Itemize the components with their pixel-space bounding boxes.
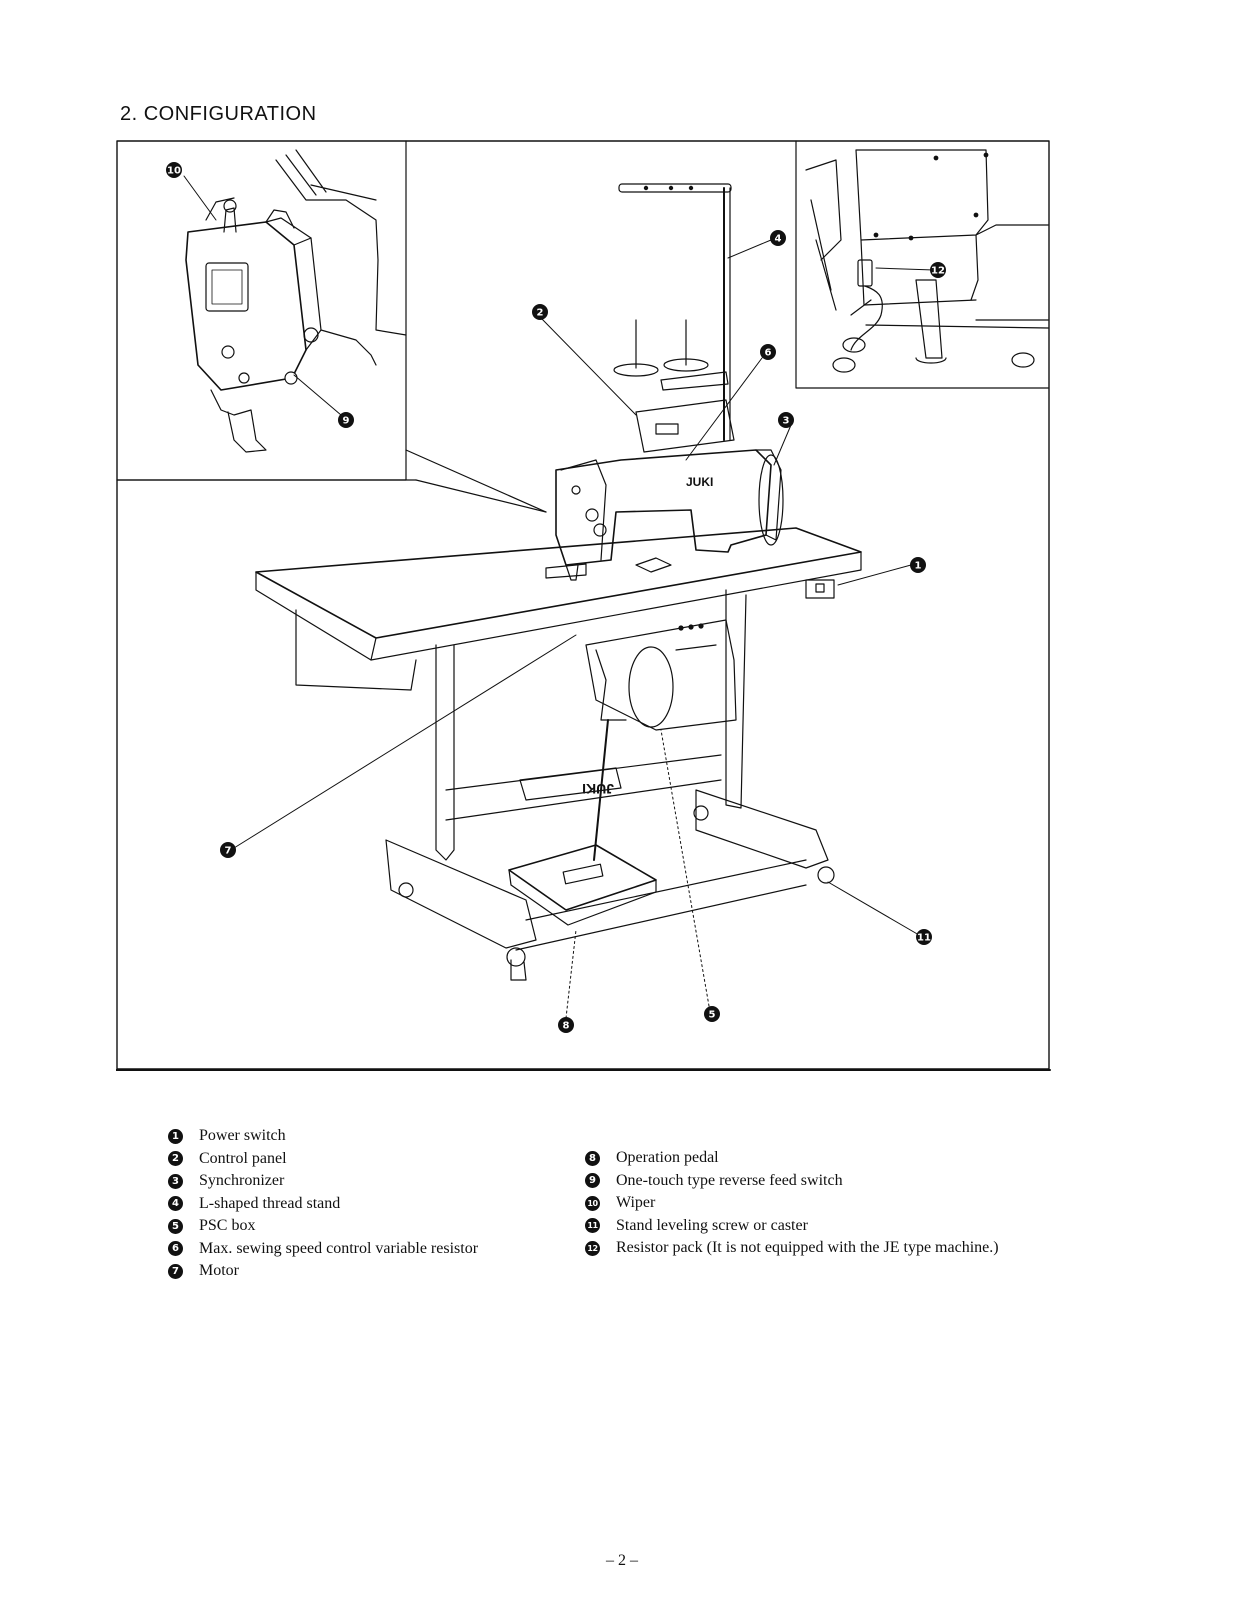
svg-text:4: 4 — [775, 234, 782, 245]
legend-label: Power switch — [199, 1127, 286, 1145]
table-top — [255, 527, 862, 691]
legend-right: 8 Operation pedal 9 One-touch type reverse… — [585, 1147, 999, 1260]
number-badge: 7 — [168, 1263, 183, 1279]
callout-7-badge: 7 — [220, 842, 236, 858]
operation-pedal — [508, 844, 657, 926]
page-number: – 2 – — [606, 1552, 638, 1569]
svg-text:5: 5 — [709, 1010, 716, 1021]
callout-badges: 10 9 4 2 6 3 1 7 11 8 5 12 — [166, 162, 946, 1033]
number-badge: 11 — [585, 1218, 600, 1234]
legend-label: L-shaped thread stand — [199, 1194, 341, 1212]
svg-text:3: 3 — [783, 416, 790, 427]
number-badge: 1 — [168, 1128, 183, 1144]
number-badge: 3 — [168, 1173, 183, 1189]
svg-text:12: 12 — [931, 266, 945, 277]
number-badge: 10 — [585, 1195, 600, 1211]
legend-item: 6 Max. sewing speed control variable resi… — [168, 1238, 478, 1261]
legend-label: Resistor pack (It is not equipped with t… — [616, 1239, 999, 1257]
legend-item: 5 PSC box — [168, 1215, 478, 1238]
number-badge: 8 — [585, 1150, 600, 1166]
number-badge: 2 — [168, 1151, 183, 1167]
svg-text:6: 6 — [765, 348, 772, 359]
legend-label: Control panel — [199, 1149, 287, 1167]
section-title: 2. CONFIGURATION — [120, 103, 317, 125]
legend-item: 1 Power switch — [168, 1125, 478, 1148]
callout-3-badge: 3 — [778, 412, 794, 428]
svg-text:7: 7 — [225, 846, 232, 857]
legend-item: 10 Wiper — [585, 1192, 999, 1215]
callout-2-badge: 2 — [532, 304, 548, 320]
number-badge: 4 — [168, 1196, 183, 1212]
legend-item: 9 One-touch type reverse feed switch — [585, 1170, 999, 1193]
svg-text:11: 11 — [917, 933, 931, 944]
inset-machine-head — [116, 140, 547, 513]
legend-label: Operation pedal — [616, 1149, 719, 1167]
legend-label: Motor — [199, 1262, 239, 1280]
svg-text:2: 2 — [537, 308, 544, 319]
number-badge: 9 — [585, 1173, 600, 1189]
svg-text:1: 1 — [915, 561, 922, 572]
callout-8-badge: 8 — [558, 1017, 574, 1033]
legend-item: 3 Synchronizer — [168, 1170, 478, 1193]
svg-text:10: 10 — [167, 166, 181, 177]
callout-5-badge: 5 — [704, 1006, 720, 1022]
sewing-machine-head: JUKI — [555, 399, 784, 581]
table-stand: JUKI — [385, 589, 835, 981]
legend-label: Max. sewing speed control variable resis… — [199, 1239, 479, 1257]
callout-6-badge: 6 — [760, 344, 776, 360]
number-badge: 5 — [168, 1218, 183, 1234]
legend-item: 4 L-shaped thread stand — [168, 1193, 478, 1216]
callout-10-badge: 10 — [166, 162, 182, 178]
legend-item: 11 Stand leveling screw or caster — [585, 1215, 999, 1238]
number-badge: 12 — [585, 1240, 600, 1256]
legend-left: 1 Power switch 2 Control panel 3 Synchroniz… — [168, 1125, 478, 1283]
thread-stand — [613, 183, 732, 441]
legend-label: PSC box — [199, 1217, 256, 1235]
callout-4-badge: 4 — [770, 230, 786, 246]
configuration-figure: JUKI JUKI — [116, 140, 1054, 1085]
legend-label: One-touch type reverse feed switch — [616, 1171, 843, 1189]
callout-1-badge: 1 — [910, 557, 926, 573]
svg-text:8: 8 — [563, 1021, 570, 1032]
number-badge: 6 — [168, 1241, 183, 1257]
legend-label: Synchronizer — [199, 1172, 285, 1190]
callout-9-badge: 9 — [338, 412, 354, 428]
legend-item: 7 Motor — [168, 1260, 478, 1283]
svg-text:9: 9 — [343, 416, 350, 427]
callout-12-badge: 12 — [930, 262, 946, 278]
legend-item: 12 Resistor pack (It is not equipped with… — [585, 1237, 999, 1260]
callout-11-badge: 11 — [916, 929, 932, 945]
legend-item: 2 Control panel — [168, 1148, 478, 1171]
leader-lines — [183, 175, 935, 1019]
machine-brand: JUKI — [686, 475, 713, 489]
crossbar-brand: JUKI — [582, 781, 614, 797]
legend-item: 8 Operation pedal — [585, 1147, 999, 1170]
legend-label: Stand leveling screw or caster — [616, 1216, 808, 1234]
legend-label: Wiper — [616, 1194, 656, 1212]
motor — [585, 619, 737, 861]
inset-resistor-pack — [795, 140, 1049, 389]
